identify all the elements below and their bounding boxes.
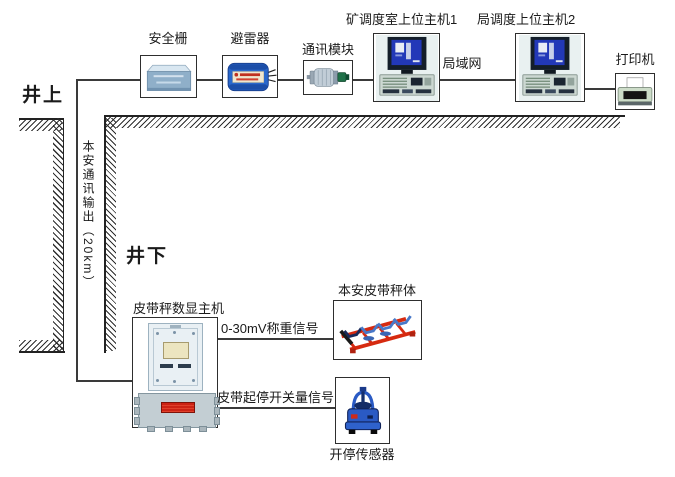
ground-line-left	[19, 118, 64, 120]
ground-hatch-right	[104, 117, 620, 128]
scale-host-box	[132, 317, 220, 432]
enclosure-red-display	[161, 402, 195, 413]
scale-host-label: 皮带秤数显主机	[133, 301, 225, 316]
safety-barrier-box	[140, 55, 197, 98]
bureau-host-label: 局调度上位主机2	[477, 12, 576, 27]
shaft-left-wall-hatch	[53, 118, 64, 352]
computer-icon	[518, 35, 582, 101]
printer-icon	[617, 76, 653, 105]
panel-keypad-right	[178, 364, 191, 368]
bureau-host-box	[515, 33, 585, 102]
ground-hatch-left	[19, 120, 62, 131]
weighing-signal-label: 0-30mV称重信号	[221, 321, 319, 336]
shaft-left-foot-hatch	[19, 340, 63, 351]
safety-barrier-icon	[145, 64, 192, 91]
computer-icon	[375, 35, 439, 101]
scale-body-label: 本安皮带秤体	[337, 283, 416, 298]
panel-keypad-left	[160, 364, 173, 368]
flameproof-enclosure	[134, 393, 220, 432]
surface-region-label: 井上	[22, 85, 65, 106]
scale-body-box	[333, 300, 422, 360]
start-stop-sensor-icon	[344, 386, 381, 434]
mine-host-label: 矿调度室上位主机1	[346, 12, 458, 27]
printer-label: 打印机	[615, 52, 655, 67]
wire-top-main	[76, 79, 515, 81]
wire-cable-to-host	[76, 380, 133, 382]
sensor-box	[335, 377, 390, 444]
lightning-arrester-icon	[227, 62, 277, 91]
panel-handle	[170, 325, 181, 328]
wire-weighing-signal	[218, 338, 333, 340]
printer-box	[615, 73, 655, 110]
switch-signal-label: 皮带起停开关量信号	[217, 390, 335, 405]
indicator-panel	[148, 323, 203, 391]
lightning-arrester-box	[222, 55, 278, 98]
shaft-right-wall-hatch	[106, 118, 116, 351]
lan-label: 局域网	[442, 56, 482, 71]
wire-pc2-printer	[585, 88, 615, 90]
ground-line-right	[104, 115, 625, 117]
indicator-display	[163, 342, 189, 359]
shaft-right-wall-line	[104, 115, 106, 353]
wire-shaft-cable	[76, 79, 78, 381]
cable-label-vertical: 本安通讯输出（20km）	[81, 140, 95, 290]
wire-switch-signal	[218, 407, 335, 409]
safety-barrier-label: 安全栅	[148, 31, 188, 46]
shaft-left-foot-line	[19, 351, 65, 353]
sensor-label: 开停传感器	[329, 447, 395, 462]
mine-host-box	[373, 33, 440, 102]
lightning-arrester-label: 避雷器	[230, 31, 270, 46]
comm-module-label: 通讯模块	[301, 42, 354, 57]
underground-region-label: 井下	[126, 246, 169, 267]
comm-module-box	[303, 60, 353, 95]
belt-scale-icon	[338, 315, 416, 354]
indicator-panel-frame	[153, 328, 198, 386]
comm-module-icon	[306, 68, 350, 87]
